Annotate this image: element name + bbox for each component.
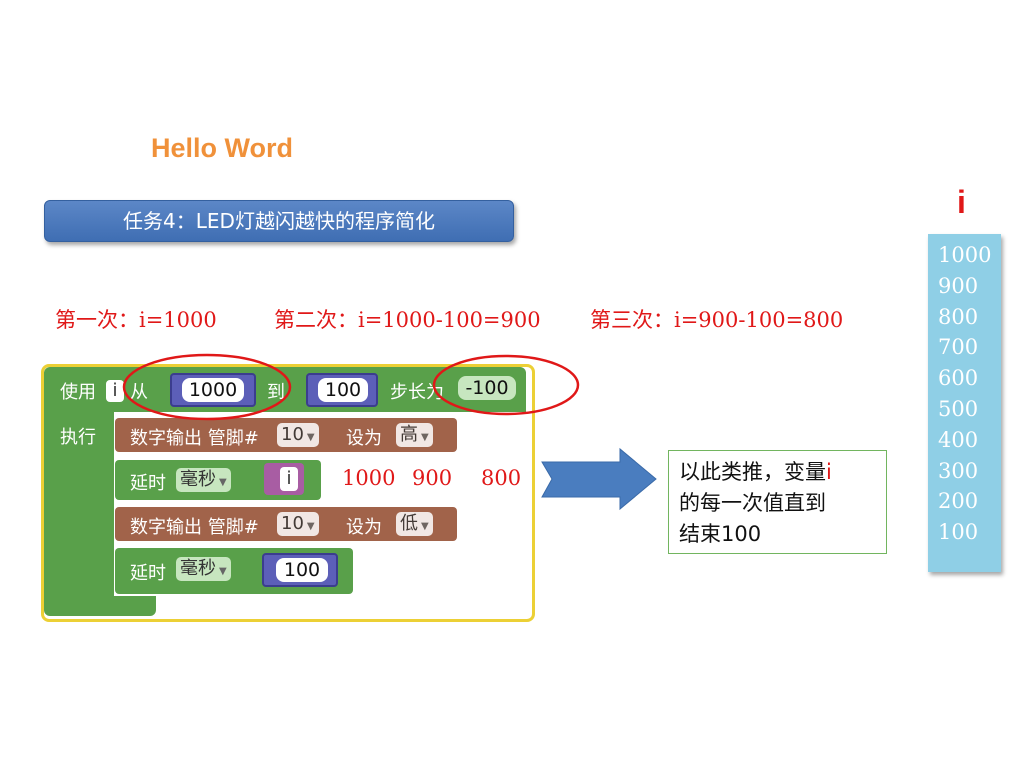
delay-unit-2: 毫秒	[180, 558, 216, 579]
i-value: 900	[938, 273, 979, 298]
note-line-1: 以此类推，变量i	[679, 457, 876, 488]
note-line-1-text: 以此类推，变量	[679, 460, 826, 484]
arrow-right-icon	[541, 447, 657, 511]
i-value: 600	[938, 366, 979, 391]
delay-label-1: 延时	[130, 473, 166, 494]
level-dropdown-2[interactable]: 低▼	[396, 512, 433, 536]
pin-value-2: 10	[281, 513, 304, 534]
i-value: 300	[938, 458, 979, 483]
level-value-1: 高	[400, 424, 418, 445]
task-banner: 任务4：LED灯越闪越快的程序简化	[44, 200, 514, 242]
delay-label-2: 延时	[130, 563, 166, 584]
i-value: 200	[938, 489, 979, 514]
i-value: 400	[938, 427, 979, 452]
caret-down-icon: ▼	[306, 521, 315, 532]
iteration-2: 第二次：i=1000-100=900	[274, 308, 541, 332]
note-line-2: 的每一次值直到	[679, 491, 826, 515]
digital-write-set-label-2: 设为	[346, 517, 382, 538]
caret-down-icon: ▼	[421, 521, 429, 532]
pin-dropdown-1[interactable]: 10▼	[277, 423, 319, 447]
delay-unit-dropdown-1[interactable]: 毫秒▼	[176, 468, 231, 492]
note-var: i	[826, 460, 832, 484]
delay-unit-1: 毫秒	[180, 469, 216, 490]
i-value: 1000	[938, 243, 992, 267]
sequence-value-2: 900	[412, 466, 453, 490]
iteration-3: 第三次：i=900-100=800	[590, 308, 844, 332]
note-line-3: 结束100	[679, 522, 762, 546]
iteration-1: 第一次：i=1000	[55, 308, 217, 332]
for-exec-label: 执行	[60, 427, 96, 448]
for-loop-block-side	[44, 412, 114, 598]
level-value-2: 低	[400, 513, 418, 534]
level-dropdown-1[interactable]: 高▼	[396, 423, 433, 447]
explanation-note: 以此类推，变量i 的每一次值直到 结束100	[668, 450, 887, 554]
delay-var-field[interactable]: i	[280, 467, 298, 491]
for-step-label: 步长为	[390, 382, 444, 403]
i-value: 800	[938, 304, 979, 329]
i-column-header: i	[957, 184, 966, 220]
selected-block-outline	[41, 364, 535, 622]
digital-write-label-1: 数字输出 管脚#	[130, 428, 259, 449]
to-value-field[interactable]: 100	[318, 378, 368, 402]
step-value-field[interactable]: -100	[458, 376, 516, 400]
sequence-value-3: 800	[481, 466, 522, 490]
for-var-field[interactable]: i	[106, 380, 124, 402]
sequence-value-1: 1000	[342, 466, 396, 490]
delay-unit-dropdown-2[interactable]: 毫秒▼	[176, 557, 231, 581]
caret-down-icon: ▼	[219, 566, 227, 577]
i-value: 100	[938, 520, 979, 545]
i-value: 500	[938, 396, 979, 421]
for-use-label: 使用	[60, 382, 96, 403]
from-value-field[interactable]: 1000	[182, 378, 244, 402]
pin-value-1: 10	[281, 424, 304, 445]
hello-title: Hello Word	[151, 133, 294, 163]
delay-value-field[interactable]: 100	[276, 558, 328, 582]
i-values-column: 1000 900 800 700 600 500 400 300 200 100	[928, 234, 1001, 572]
for-loop-block-bottom	[44, 596, 156, 616]
for-to-label: 到	[267, 382, 285, 403]
i-value: 700	[938, 335, 979, 360]
caret-down-icon: ▼	[306, 432, 315, 443]
caret-down-icon: ▼	[421, 432, 429, 443]
for-from-label: 从	[130, 382, 148, 403]
caret-down-icon: ▼	[219, 477, 227, 488]
pin-dropdown-2[interactable]: 10▼	[277, 512, 319, 536]
highlight-ellipse-from	[122, 353, 292, 421]
digital-write-label-2: 数字输出 管脚#	[130, 517, 259, 538]
digital-write-set-label-1: 设为	[346, 428, 382, 449]
highlight-ellipse-step	[432, 354, 580, 416]
